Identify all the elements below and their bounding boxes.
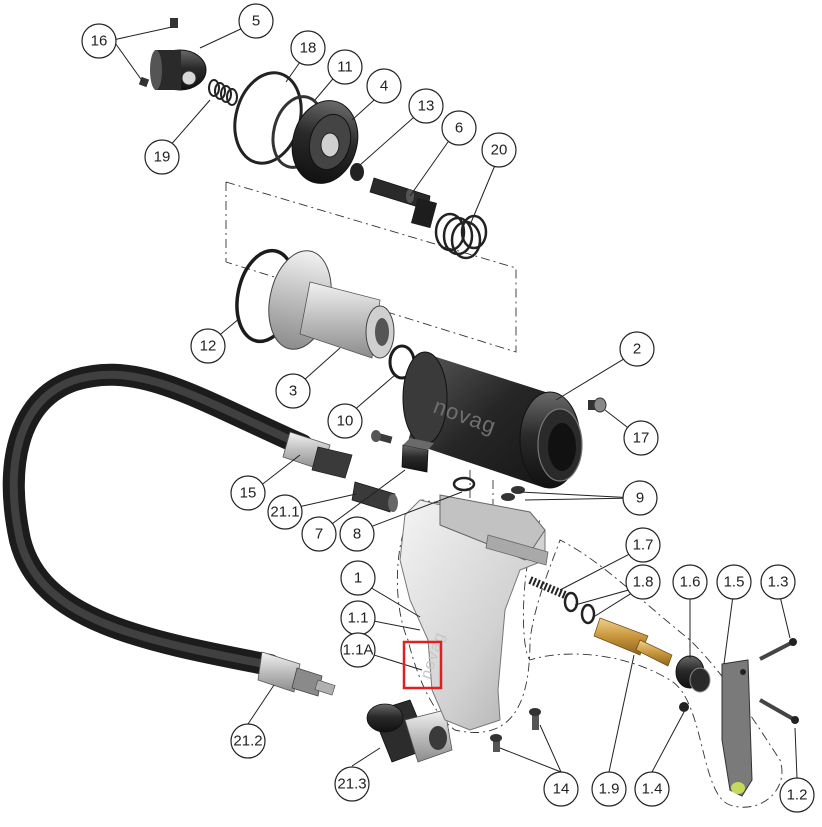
svg-text:2: 2	[633, 341, 641, 358]
svg-text:1.6: 1.6	[680, 574, 701, 591]
svg-text:1.9: 1.9	[599, 781, 620, 798]
callout-8: 8	[339, 516, 375, 552]
highlight-box	[402, 640, 443, 690]
svg-text:1.7: 1.7	[633, 537, 654, 554]
coupling-21-3	[366, 699, 453, 763]
svg-text:7: 7	[315, 526, 323, 543]
screw-part-15	[371, 430, 393, 444]
svg-text:12: 12	[200, 338, 217, 355]
svg-text:1.2: 1.2	[787, 787, 808, 804]
svg-text:15: 15	[240, 485, 257, 502]
screws-part-14	[490, 708, 541, 752]
svg-text:17: 17	[633, 430, 650, 447]
screw-part-17	[588, 397, 607, 413]
callout-2: 2	[619, 331, 655, 367]
svg-text:19: 19	[154, 149, 171, 166]
svg-text:5: 5	[252, 13, 260, 30]
trigger-part-1-5	[721, 659, 753, 797]
callout-14: 14	[543, 771, 579, 807]
callout-15: 15	[230, 475, 266, 511]
callout-16: 16	[81, 23, 117, 59]
o-ring-8	[452, 476, 476, 492]
hose-fitting-upper	[282, 431, 353, 479]
svg-text:13: 13	[418, 98, 435, 115]
svg-text:1.8: 1.8	[633, 574, 654, 591]
hose-assembly	[2, 363, 353, 697]
callout-10: 10	[327, 403, 363, 439]
callout-1-2: 1.2	[779, 777, 815, 813]
callout-1: 1	[340, 560, 376, 596]
callout-21-2: 21.2	[230, 723, 266, 759]
svg-text:4: 4	[380, 78, 388, 95]
callout-1-5: 1.5	[716, 564, 752, 600]
screw-part-1-4	[679, 702, 689, 712]
svg-text:18: 18	[300, 40, 317, 57]
callout-13: 13	[408, 88, 444, 124]
svg-text:1: 1	[354, 570, 362, 587]
nut-part-1-6	[675, 655, 711, 693]
callout-5: 5	[238, 3, 274, 39]
callout-11: 11	[327, 49, 363, 85]
callout-18: 18	[290, 30, 326, 66]
valve-part-1-9	[593, 617, 673, 667]
callout-1-1a: 1.1A	[340, 632, 376, 668]
svg-text:21.1: 21.1	[270, 504, 299, 521]
spring-19	[208, 79, 238, 106]
svg-text:1.1A: 1.1A	[343, 642, 374, 659]
svg-text:20: 20	[491, 142, 508, 159]
callout-20: 20	[481, 132, 517, 168]
hose-fitting-lower	[257, 651, 336, 697]
callout-1-4: 1.4	[634, 771, 670, 807]
svg-text:10: 10	[337, 413, 354, 430]
callout-17: 17	[623, 420, 659, 456]
piston-part-3	[268, 250, 395, 359]
callout-6: 6	[441, 110, 477, 146]
callout-19: 19	[144, 139, 180, 175]
callout-1-8: 1.8	[625, 564, 661, 600]
callout-21-1: 21.1	[267, 494, 303, 530]
svg-text:11: 11	[337, 59, 353, 76]
screws-part-9	[501, 486, 525, 501]
svg-text:14: 14	[553, 781, 570, 798]
svg-text:1.3: 1.3	[768, 574, 789, 591]
block-part-7	[401, 438, 434, 473]
washers-part-1-8	[563, 591, 596, 625]
svg-text:6: 6	[455, 120, 463, 137]
svg-text:21.3: 21.3	[337, 776, 366, 793]
cylinder-part-2: novag	[402, 351, 583, 489]
callout-9: 9	[622, 480, 658, 516]
callout-12: 12	[190, 328, 226, 364]
handle-part-1: novag	[399, 494, 549, 731]
spring-20	[434, 212, 488, 260]
pin-part-6	[369, 177, 438, 229]
svg-text:1.5: 1.5	[724, 574, 745, 591]
collar-part-5	[138, 18, 207, 91]
callout-1-9: 1.9	[591, 771, 627, 807]
callout-1-7: 1.7	[625, 527, 661, 563]
callout-7: 7	[301, 516, 337, 552]
svg-text:1.4: 1.4	[642, 781, 663, 798]
drive-wheel-part-4	[291, 100, 359, 184]
svg-text:3: 3	[289, 383, 297, 400]
callout-1-1: 1.1	[340, 600, 376, 636]
callout-4: 4	[366, 68, 402, 104]
svg-text:21.2: 21.2	[233, 733, 262, 750]
nipple-part-21-1	[351, 481, 398, 513]
callout-1-6: 1.6	[672, 564, 708, 600]
callout-1-3: 1.3	[760, 564, 796, 600]
pin-part-1-2	[759, 698, 799, 724]
svg-text:9: 9	[636, 490, 644, 507]
washer-part-13	[350, 163, 364, 181]
callout-21-3: 21.3	[334, 766, 370, 802]
svg-text:8: 8	[353, 526, 361, 543]
spring-part-1-7	[528, 576, 567, 599]
callout-3: 3	[275, 373, 311, 409]
svg-text:1.1: 1.1	[348, 610, 369, 627]
svg-text:16: 16	[91, 33, 108, 50]
pin-part-1-3	[759, 638, 797, 661]
